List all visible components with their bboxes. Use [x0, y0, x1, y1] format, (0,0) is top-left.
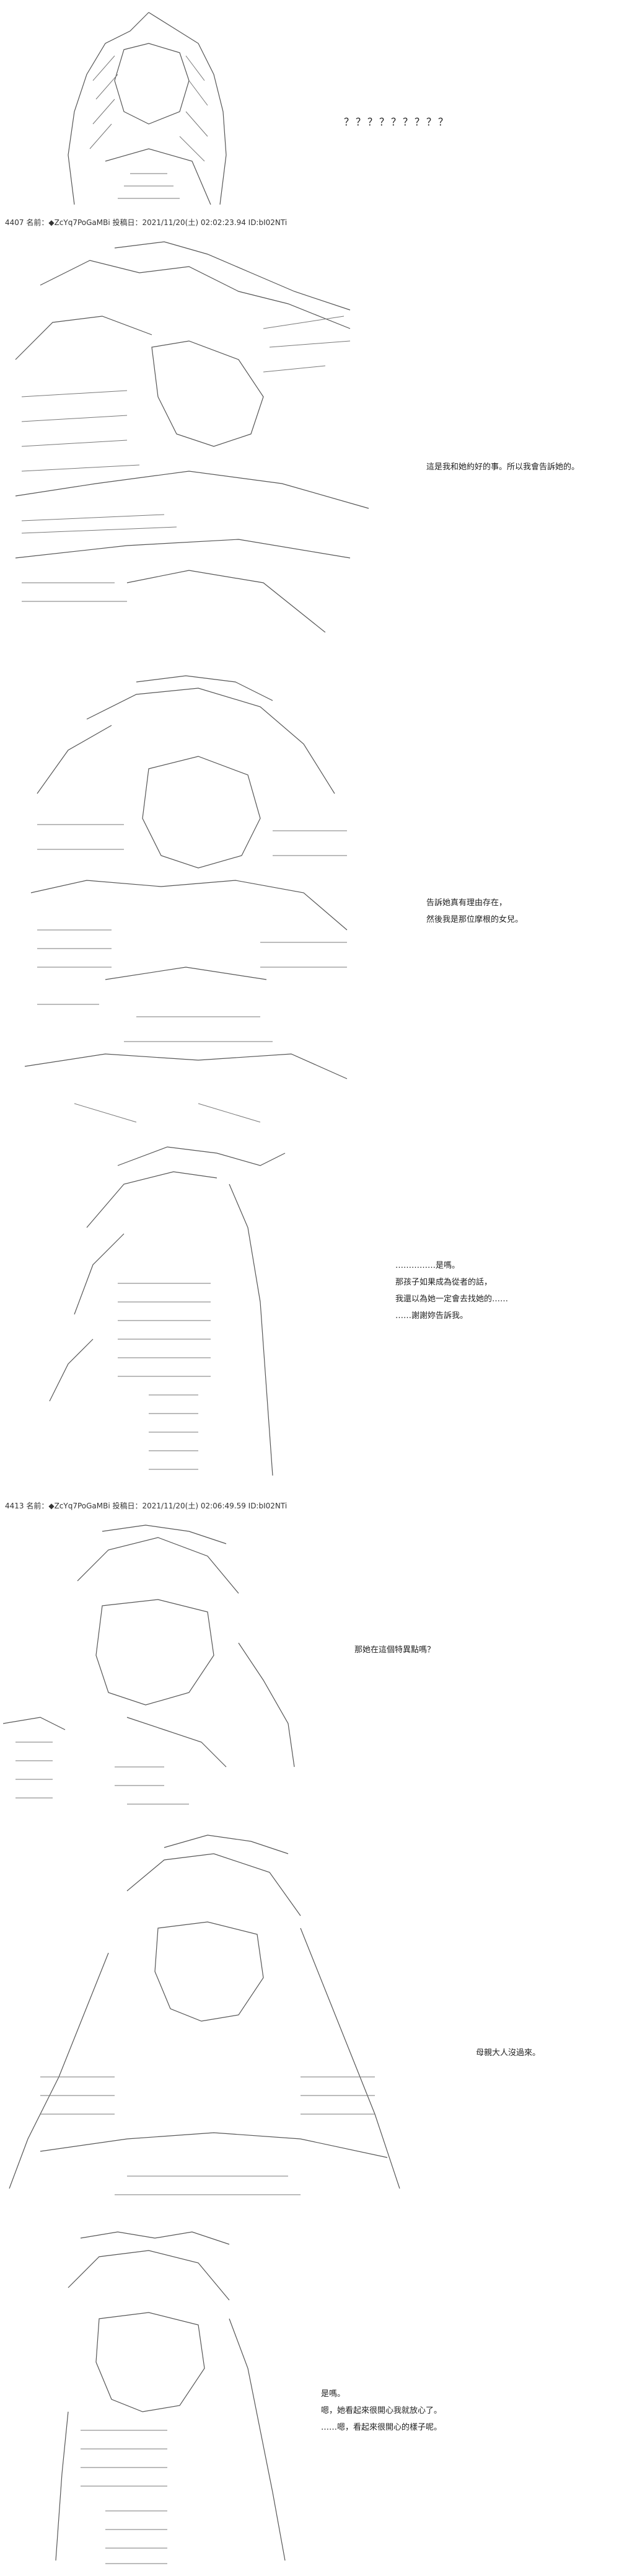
- ascii-art-figure-5: [3, 1519, 301, 1810]
- ascii-art-figure-2: [3, 236, 375, 632]
- dialogue-panel-7: 是嗎。 嗯，她看起來很開心我就放心了。 ……嗯，看起來很開心的樣子呢。: [321, 2386, 442, 2436]
- panel-3: 告訴她真有理由存在， 然後我是那位摩根的女兒。: [0, 651, 619, 1135]
- panel-1: ？？？？？？？？？: [0, 0, 619, 217]
- dialogue-line: ……嗯，看起來很開心的樣子呢。: [321, 2423, 442, 2432]
- dialogue-line: 告訴她真有理由存在，: [426, 898, 507, 908]
- ascii-art-figure-4: [25, 1141, 335, 1488]
- ascii-art-figure-7: [43, 2226, 291, 2570]
- dialogue-line: 這是我和她約好的事。所以我會告訴她的。: [426, 463, 580, 472]
- panel-7: 是嗎。 嗯，她看起來很開心我就放心了。 ……嗯，看起來很開心的樣子呢。: [0, 2220, 619, 2576]
- dialogue-line: 嗯，她看起來很開心我就放心了。: [321, 2406, 442, 2415]
- dialogue-panel-6: 母親大人沒過來。: [476, 2045, 540, 2061]
- panel-2: 4407 名前：◆ZcYq7PoGaMBi 投稿日：2021/11/20(土) …: [0, 217, 619, 651]
- post-header-4407: 4407 名前：◆ZcYq7PoGaMBi 投稿日：2021/11/20(土) …: [5, 218, 288, 227]
- dialogue-panel-2: 這是我和她約好的事。所以我會告訴她的。: [426, 459, 579, 476]
- dialogue-line: 我還以為她一定會去找她的……: [395, 1295, 509, 1304]
- ascii-art-figure-1: [56, 6, 242, 211]
- dialogue-panel-3: 告訴她真有理由存在， 然後我是那位摩根的女兒。: [426, 895, 523, 928]
- ascii-art-figure-3: [12, 670, 359, 1128]
- dialogue-line: 那她在這個特異點嗎？: [354, 1645, 436, 1655]
- dialogue-line: 然後我是那位摩根的女兒。: [426, 915, 524, 924]
- dialogue-line: 母親大人沒過來。: [476, 2048, 541, 2058]
- dialogue-line: ……………是嗎。: [395, 1261, 460, 1270]
- post-header-4413: 4413 名前：◆ZcYq7PoGaMBi 投稿日：2021/11/20(土) …: [5, 1502, 288, 1510]
- panel-6: 母親大人沒過來。: [0, 1823, 619, 2220]
- dialogue-panel-5: 那她在這個特異點嗎？: [354, 1642, 435, 1658]
- dialogue-line: ……謝謝妳告訴我。: [395, 1311, 468, 1321]
- dialogue-panel-4: ……………是嗎。 那孩子如果成為從者的話， 我還以為她一定會去找她的…… ……謝…: [395, 1257, 508, 1324]
- dialogue-line: 那孩子如果成為從者的話，: [395, 1278, 493, 1287]
- dialogue-line: 是嗎。: [321, 2389, 346, 2399]
- ascii-art-figure-6: [3, 1829, 406, 2213]
- question-marks-text: ？？？？？？？？？: [344, 116, 450, 128]
- panel-4: ……………是嗎。 那孩子如果成為從者的話， 我還以為她一定會去找她的…… ……謝…: [0, 1135, 619, 1500]
- panel-5: 4413 名前：◆ZcYq7PoGaMBi 投稿日：2021/11/20(土) …: [0, 1500, 619, 1823]
